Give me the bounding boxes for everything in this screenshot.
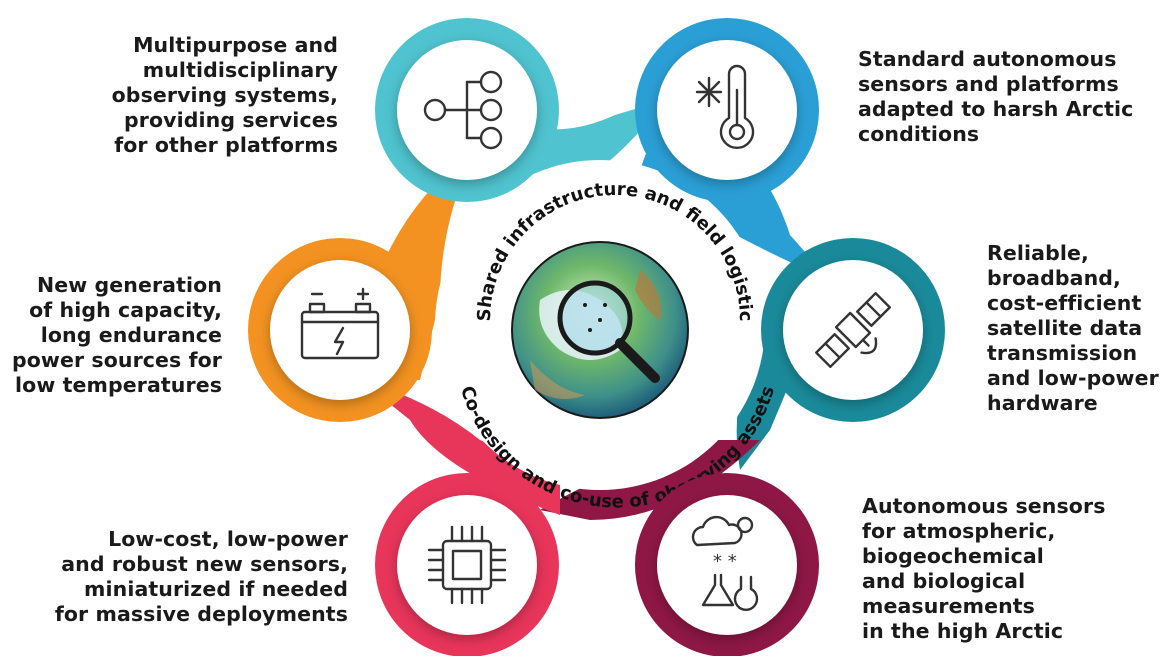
node-satellite bbox=[761, 238, 945, 422]
node-low-cost bbox=[375, 473, 559, 656]
ring-segment-pink bbox=[360, 380, 560, 515]
node-disc bbox=[270, 260, 410, 400]
node-disc bbox=[397, 495, 537, 635]
battery-icon bbox=[300, 287, 380, 360]
thermometer-snowflake-icon bbox=[695, 64, 755, 150]
satellite-icon bbox=[815, 292, 891, 368]
network-tree-icon bbox=[423, 70, 503, 150]
node-disc bbox=[783, 260, 923, 400]
node-standard-sensors bbox=[635, 18, 819, 202]
node-power bbox=[248, 238, 432, 422]
node-atmospheric: * * bbox=[635, 473, 819, 656]
node-disc bbox=[657, 495, 797, 635]
microchip-icon bbox=[427, 525, 507, 605]
weather-lab-icon: * * bbox=[691, 515, 759, 611]
node-disc bbox=[657, 40, 797, 180]
svg-text:* *: * * bbox=[713, 551, 737, 572]
magnifier-icon bbox=[557, 280, 660, 383]
node-multipurpose bbox=[375, 18, 559, 202]
